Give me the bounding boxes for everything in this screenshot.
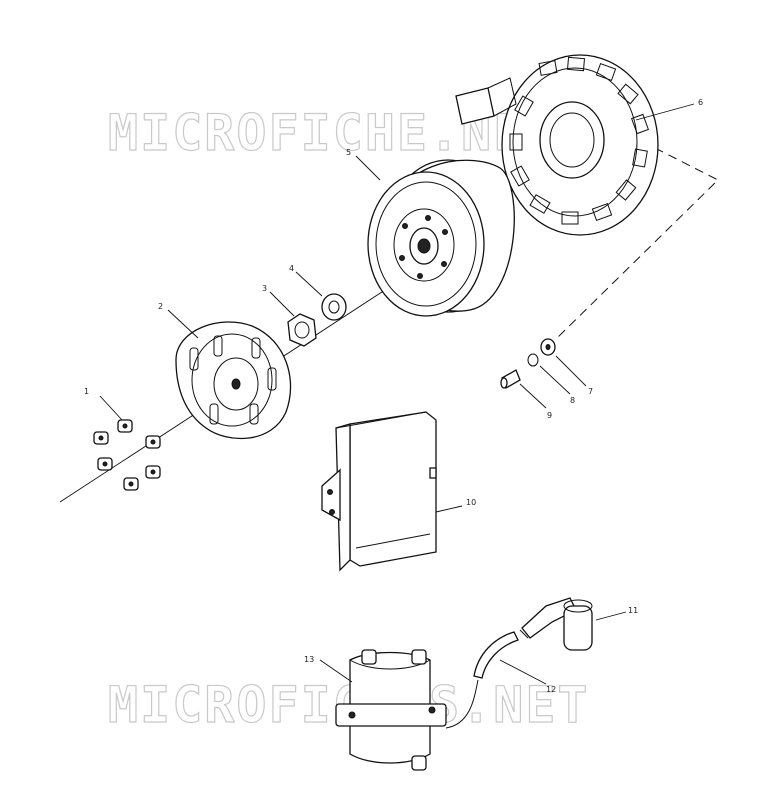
callout-3: 3 [262, 284, 267, 293]
part-4-washer [321, 293, 347, 321]
callout-8: 8 [570, 396, 575, 405]
callout-11: 11 [628, 606, 638, 615]
callout-6: 6 [698, 98, 703, 107]
callout-4: 4 [289, 264, 294, 273]
part-6-stator [455, 54, 659, 236]
callout-2: 2 [158, 302, 163, 311]
callout-1: 1 [84, 387, 89, 396]
callout-13: 13 [304, 655, 314, 664]
part-13-ignition-coil [335, 649, 479, 771]
callout-10: 10 [466, 498, 476, 507]
callout-12: 12 [546, 685, 556, 694]
part-3-nut [287, 313, 317, 347]
part-9-screw [500, 369, 521, 389]
part-2-starter-cup [175, 321, 292, 440]
stator-mount-dashed-line [554, 147, 719, 341]
part-11-spark-plug-cap [519, 597, 593, 651]
part-7-washer [540, 338, 556, 356]
callout-7: 7 [588, 387, 593, 396]
callout-9: 9 [547, 411, 552, 420]
part-10-cdi-box [321, 411, 437, 572]
callout-5: 5 [346, 148, 351, 157]
callout-leaders [99, 103, 695, 685]
part-1-bolts [93, 419, 161, 491]
part-5-flywheel [367, 159, 515, 317]
part-8-lock-washer [527, 353, 539, 367]
part-12-spark-plug-wire [473, 631, 519, 679]
